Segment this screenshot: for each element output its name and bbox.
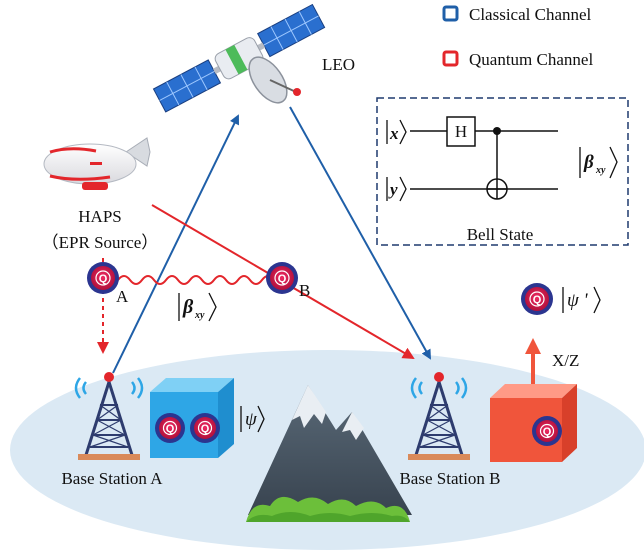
svg-text:Q: Q	[166, 423, 175, 435]
svg-text:β: β	[583, 152, 594, 173]
qubit-a-icon: Q	[87, 262, 119, 294]
classical-uplink-arrow	[112, 114, 239, 374]
haps-label: HAPS	[78, 207, 121, 226]
ket-psi: ψ	[240, 405, 265, 433]
leo-label: LEO	[322, 55, 355, 74]
correction-label: X/Z	[552, 351, 579, 370]
entanglement-wave	[117, 275, 275, 285]
epr-source-label: （EPR Source）	[42, 233, 159, 252]
svg-text:β: β	[182, 296, 194, 318]
svg-text:Q: Q	[543, 426, 552, 438]
qubit-b-memory-icon: Q	[532, 416, 562, 446]
svg-text:Q: Q	[201, 423, 210, 435]
point-a-label: A	[116, 287, 129, 306]
svg-text:xy: xy	[595, 165, 606, 176]
bell-state-box: H x y β xy Bell State	[376, 97, 629, 246]
qubit-a-memory-2-icon: Q	[190, 413, 220, 443]
qubit-output-icon: Q	[521, 283, 553, 315]
ket-beta-output: β xy	[579, 146, 618, 179]
quantum-legend-icon	[442, 50, 459, 67]
svg-text:ψ ': ψ '	[567, 290, 589, 311]
base-station-a-label: Base Station A	[61, 469, 163, 488]
base-station-b-label: Base Station B	[399, 469, 500, 488]
ket-x: x	[386, 119, 407, 145]
ket-beta-entangled: β xy	[178, 292, 217, 322]
qubit-a-memory-1-icon: Q	[155, 413, 185, 443]
bell-state-caption: Bell State	[467, 225, 534, 244]
point-b-label: B	[299, 281, 310, 300]
svg-text:xy: xy	[194, 310, 205, 321]
hadamard-gate	[446, 116, 476, 147]
classical-downlink-arrow	[289, 106, 431, 360]
svg-text:ψ: ψ	[245, 409, 258, 430]
mountain-icon	[246, 385, 412, 522]
svg-text:Q: Q	[533, 294, 542, 306]
hadamard-label: H	[455, 122, 467, 141]
haps-blimp-icon	[43, 137, 151, 190]
leo-satellite-icon	[152, 3, 326, 113]
ket-y: y	[386, 176, 407, 202]
quantum-memory-box-b	[490, 384, 577, 462]
classical-legend-label: Classical Channel	[469, 5, 592, 24]
quantum-legend-label: Quantum Channel	[469, 50, 593, 69]
ket-psi-prime: ψ '	[562, 286, 601, 314]
svg-text:Q: Q	[99, 273, 108, 285]
svg-text:y: y	[388, 180, 398, 199]
base-station-b-tower-icon	[408, 372, 470, 460]
base-station-a-tower-icon	[74, 372, 144, 460]
qubit-b-icon: Q	[266, 262, 298, 294]
svg-text:x: x	[389, 124, 399, 143]
legend: Classical Channel Quantum Channel	[442, 5, 593, 69]
svg-text:Q: Q	[278, 273, 287, 285]
classical-legend-icon	[442, 5, 459, 22]
